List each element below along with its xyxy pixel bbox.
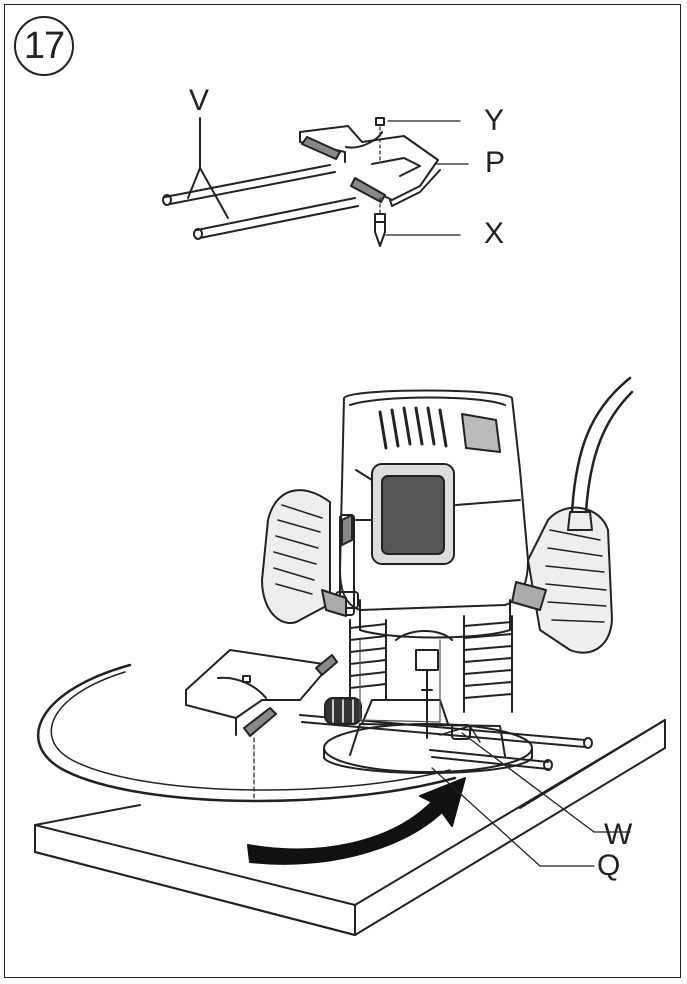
- workpiece-board: [34, 719, 666, 936]
- chip-shield: [359, 639, 441, 723]
- left-handle: [261, 489, 347, 625]
- router-bit: [415, 649, 439, 739]
- guide-plate-lower: [185, 649, 338, 801]
- label-x: X: [484, 217, 505, 250]
- rotation-arrow: [247, 777, 466, 865]
- label-q: Q: [597, 849, 621, 882]
- label-p: P: [485, 146, 506, 179]
- screw-y: [375, 117, 461, 163]
- circular-cut-inner: [50, 671, 451, 791]
- right-handle: [511, 506, 613, 654]
- label-v: V: [189, 84, 210, 117]
- depth-knob: [324, 697, 362, 725]
- label-w: W: [604, 818, 633, 851]
- centering-screw-w: [451, 724, 631, 833]
- pin-x: [374, 197, 461, 247]
- figure-frame: [4, 4, 681, 978]
- motor-housing: [339, 389, 529, 641]
- power-cord: [567, 376, 634, 531]
- circular-cut-outer: [36, 663, 457, 803]
- label-y: Y: [484, 104, 505, 137]
- figure-number: 17: [14, 16, 74, 76]
- guide-plate-p: [299, 125, 441, 207]
- guide-rods-top: [162, 164, 359, 240]
- leader-q: [431, 767, 595, 867]
- label-v-pointer: [187, 117, 229, 219]
- right-column: [463, 615, 513, 713]
- left-column: [349, 619, 387, 701]
